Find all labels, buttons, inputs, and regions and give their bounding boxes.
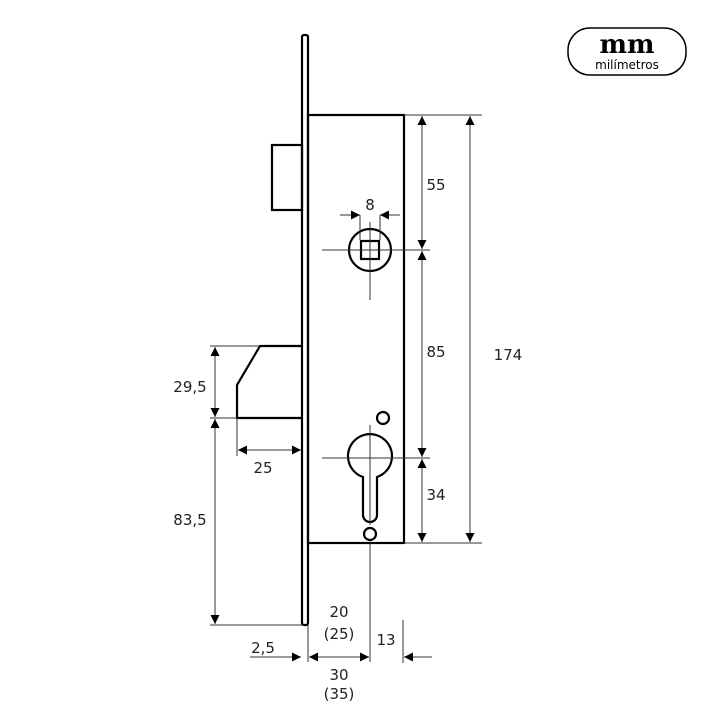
- dim-cylinder-to-bottom: 34: [426, 486, 445, 504]
- dim-top-to-spindle: 55: [426, 176, 445, 194]
- euro-cylinder-cutout: [322, 410, 430, 542]
- dim-spindle-to-cylinder: 85: [426, 343, 445, 361]
- dim-body-depth-alt: (35): [324, 685, 355, 703]
- logo-subtitle: milímetros: [595, 58, 659, 72]
- deadbolt: [270, 143, 304, 212]
- dim-edge-offset: 13: [376, 631, 395, 649]
- dim-latch-to-bottom: 83,5: [173, 511, 206, 529]
- dim-faceplate-thickness: 2,5: [251, 639, 275, 657]
- dim-backset-alt: (25): [324, 625, 355, 643]
- logo-mark: mm: [599, 30, 654, 60]
- bottom-dimension-lines: [250, 543, 432, 663]
- latch-bolt: [235, 344, 302, 420]
- dim-backset: 20: [329, 603, 348, 621]
- spindle-hub: [322, 210, 430, 300]
- right-dimension-lines: [404, 114, 482, 544]
- dim-spindle-width: 8: [365, 196, 375, 214]
- lock-body: [306, 113, 406, 545]
- dim-latch-height: 29,5: [173, 378, 206, 396]
- dim-total-height: 174: [494, 346, 523, 364]
- dim-body-depth: 30: [329, 666, 348, 684]
- left-dimension-lines: [210, 345, 302, 626]
- dim-latch-projection: 25: [253, 459, 272, 477]
- brand-logo: mm milímetros: [567, 27, 687, 76]
